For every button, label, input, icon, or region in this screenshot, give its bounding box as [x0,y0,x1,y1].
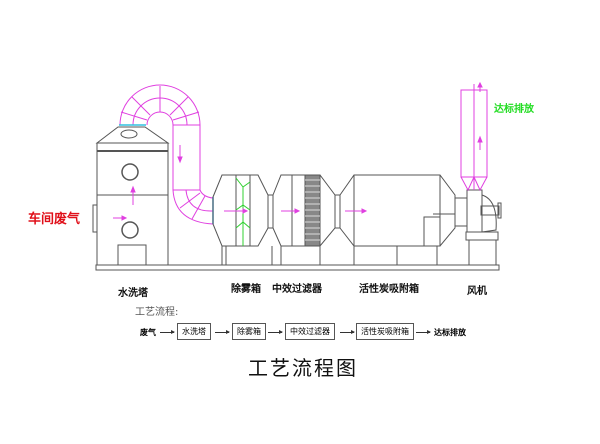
flow-arrow [215,330,230,334]
exhaust-stack [460,84,488,192]
duct [119,84,214,225]
supports [221,240,497,265]
flow-arrow [268,330,283,334]
flow-step: 活性炭吸附箱 [356,323,414,340]
base-frame [95,264,500,271]
label-fan: 风机 [467,286,487,297]
fan [433,189,502,241]
activated-carbon-box [339,174,456,247]
flow-arrows [113,81,483,221]
flow-step: 中效过滤器 [285,323,335,340]
inlet-label: 车间废气 [28,212,81,227]
diagram-title: 工艺流程图 [248,356,358,380]
flow-step: 除雾箱 [232,323,266,340]
flow-arrow [416,330,431,334]
label-demister: 除雾箱 [231,284,261,295]
flow-start: 废气 [140,328,156,337]
flow-arrow [160,330,175,334]
label-filter: 中效过滤器 [272,284,322,295]
flow-step: 水洗塔 [177,323,211,340]
flow-end: 达标排放 [434,328,466,337]
outlet-label: 达标排放 [494,104,534,115]
process-heading: 工艺流程: [135,307,179,318]
water-wash-tower [92,126,170,266]
label-carbon-box: 活性炭吸附箱 [359,284,419,295]
flow-arrow [340,330,355,334]
medium-efficiency-filter [272,174,341,247]
label-water-tower: 水洗塔 [118,288,148,299]
